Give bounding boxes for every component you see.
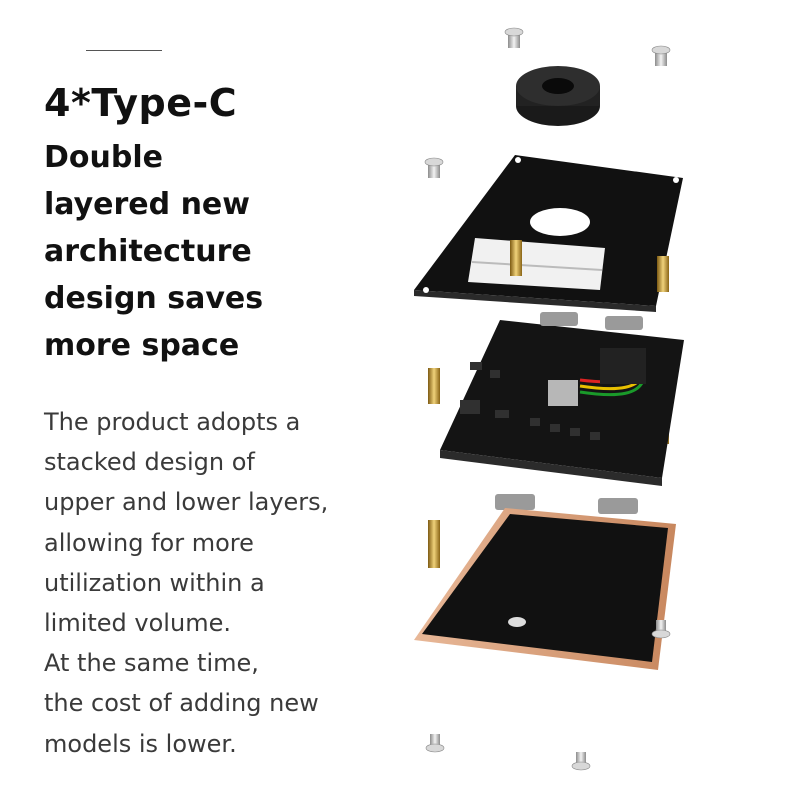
description: The product adopts a stacked design of u…: [44, 402, 384, 764]
standoff-icon: [657, 256, 669, 292]
description-line: The product adopts a: [44, 408, 301, 436]
usb-c-port-icon: [605, 316, 643, 330]
standoff-icon: [510, 240, 522, 276]
rubber-ring-icon: [516, 66, 600, 126]
page-title: 4*Type-C: [44, 81, 238, 125]
headline-line: Double: [44, 140, 163, 175]
headline-line: more space: [44, 328, 240, 363]
usb-c-port-icon: [540, 312, 578, 326]
headline-line: design saves: [44, 281, 264, 316]
main-pcb-board: [440, 312, 684, 486]
description-line: At the same time,: [44, 649, 259, 678]
headline-line: layered new: [44, 187, 250, 222]
bottom-detection-board: [414, 494, 676, 670]
description-line: the cost of adding new: [44, 689, 319, 718]
exploded-board-illustration: [414, 27, 684, 771]
description-line: upper and lower layers,: [44, 488, 329, 517]
screw-icon: [504, 27, 524, 48]
description-line: stacked design of: [44, 448, 255, 477]
description-line: allowing for more: [44, 528, 254, 557]
top-divider-line: [86, 50, 162, 51]
usb-c-port-icon: [598, 498, 638, 514]
screw-icon: [424, 157, 444, 178]
screw-icon: [651, 45, 671, 66]
description-line: utilization within a: [44, 568, 265, 597]
headline: Double layered new architecture design s…: [44, 134, 374, 369]
standoff-icon: [428, 368, 440, 404]
usb-c-port-icon: [495, 494, 535, 510]
description-line: limited volume.: [44, 609, 231, 638]
standoff-icon: [428, 520, 440, 568]
connector-icon: [548, 380, 578, 406]
description-line: models is lower.: [44, 729, 237, 758]
headline-line: architecture: [44, 234, 252, 269]
top-cover-plate: [414, 155, 683, 312]
screw-icon: [651, 620, 671, 639]
screw-icon: [425, 734, 445, 753]
screw-icon: [571, 752, 591, 771]
